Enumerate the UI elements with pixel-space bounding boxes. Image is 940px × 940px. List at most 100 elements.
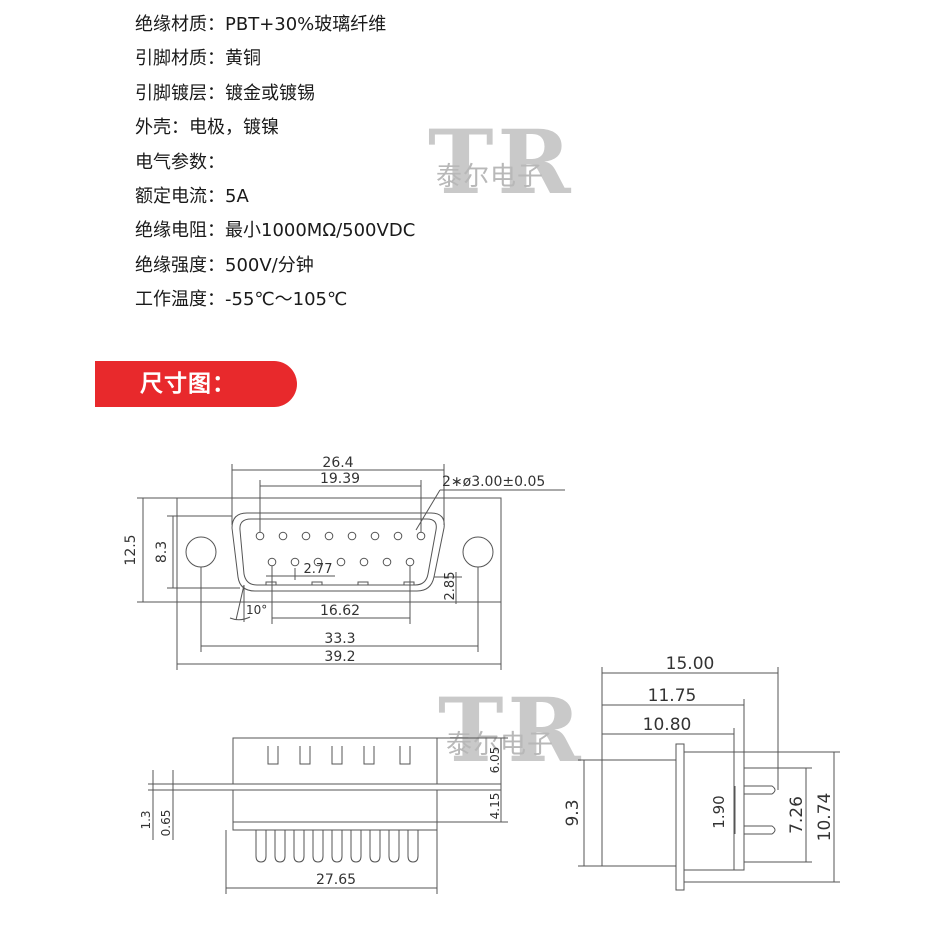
dim-1-90: 1.90 (710, 786, 736, 834)
dim-9-3: 9.3 (563, 759, 602, 867)
spec-label: 引脚材质： (135, 48, 225, 70)
dim-7-26: 7.26 (744, 767, 812, 863)
spec-row-operating-temperature: 工作温度：-55℃～105℃ (135, 283, 695, 317)
dim-label-hole-note: 2∗ø3.00±0.05 (442, 474, 545, 490)
flange-plate (172, 783, 502, 791)
dim-19-39: 19.39 (259, 471, 422, 532)
pin (255, 531, 265, 541)
dim-4-15: 4.15 (437, 790, 508, 823)
dim-2-77: 2.77 (266, 562, 335, 580)
section-banner: 尺寸图： (95, 361, 297, 407)
dim-label-11-75: 11.75 (648, 686, 697, 706)
pin (290, 557, 300, 567)
dim-6-05: 6.05 (437, 737, 508, 784)
spec-row-pin-plating: 引脚镀层：镀金或镀锡 (135, 77, 695, 111)
shell-top-slots (267, 746, 411, 765)
bottom-view: 1.3 0.65 6.05 4.15 27.65 (139, 737, 508, 894)
dim-label-6-05: 6.05 (488, 747, 502, 774)
side-flange (675, 743, 685, 891)
spec-value: PBT+30%玻璃纤维 (225, 14, 387, 35)
spec-list: 绝缘材质：PBT+30%玻璃纤维 引脚材质：黄铜 引脚镀层：镀金或镀锡 外壳：电… (135, 8, 695, 318)
solder-pins (255, 830, 419, 863)
pin (313, 557, 323, 567)
spec-row-insulation-resistance: 绝缘电阻：最小1000MΩ/500VDC (135, 214, 695, 248)
shell-body (232, 789, 438, 831)
spec-value: 镀金或镀锡 (225, 82, 315, 104)
dim-2-85: 2.85 (434, 572, 462, 604)
dim-12-5: 12.5 (123, 497, 177, 603)
dim-1-3: 1.3 (139, 770, 173, 840)
dim-label-19-39: 19.39 (320, 471, 360, 487)
dim-26-4: 26.4 (231, 455, 445, 525)
spec-row-dielectric-strength: 绝缘强度：500V/分钟 (135, 249, 695, 283)
section-title: 尺寸图： (140, 371, 236, 397)
spec-label: 额定电流： (135, 185, 225, 207)
dim-hole-note: 2∗ø3.00±0.05 (415, 474, 565, 531)
dim-39-2: 39.2 (176, 602, 502, 670)
pin (370, 531, 380, 541)
dim-label-15-00: 15.00 (666, 654, 715, 674)
pin (359, 557, 369, 567)
dim-label-7-26: 7.26 (787, 796, 807, 834)
dim-label-0-65: 0.65 (159, 810, 173, 837)
pin (382, 557, 392, 567)
pin (278, 531, 288, 541)
dim-label-10-degree: 10° (246, 603, 267, 617)
spec-row-insulation-material: 绝缘材质：PBT+30%玻璃纤维 (135, 8, 695, 42)
dim-label-4-15: 4.15 (488, 793, 502, 820)
pin-stubs (265, 581, 415, 586)
spec-label: 绝缘强度： (135, 254, 225, 276)
dim-33-3: 33.3 (200, 567, 479, 652)
dim-11-75: 11.75 (602, 686, 745, 752)
spec-label: 电气参数： (135, 151, 225, 173)
pin (347, 531, 357, 541)
spec-label: 绝缘电阻： (135, 220, 225, 242)
dim-label-16-62: 16.62 (320, 603, 360, 619)
shell-top (232, 737, 438, 785)
pin-row-bottom (267, 557, 415, 567)
spec-value: -55℃～105℃ (225, 289, 348, 311)
spec-value: 电极，镀镍 (189, 117, 279, 139)
spec-value: 500V/分钟 (225, 254, 314, 276)
spec-label: 工作温度： (135, 289, 225, 311)
dim-label-1-90: 1.90 (710, 795, 728, 828)
dim-15-00: 15.00 (601, 654, 779, 790)
spec-label: 绝缘材质： (135, 14, 225, 35)
dim-label-39-2: 39.2 (324, 649, 355, 665)
spec-row-shell: 外壳：电极，镀镍 (135, 111, 695, 145)
side-shell (601, 759, 677, 867)
dim-27-65: 27.65 (225, 830, 438, 894)
pin (324, 531, 334, 541)
spec-row-rated-current: 额定电流：5A (135, 180, 695, 214)
dim-label-2-77: 2.77 (304, 562, 333, 577)
spec-label: 引脚镀层： (135, 82, 225, 104)
dim-label-9-3: 9.3 (563, 799, 583, 826)
side-body-rear (733, 751, 745, 871)
spec-row-pin-material: 引脚材质：黄铜 (135, 42, 695, 76)
mounting-hole-right (462, 536, 494, 568)
dim-10-74: 10.74 (684, 751, 840, 883)
pin (405, 557, 415, 567)
d-sub-shell-inner (239, 518, 437, 586)
dim-label-26-4: 26.4 (322, 455, 353, 471)
front-view: 26.4 19.39 2∗ø3.00±0.05 12.5 8.3 (123, 455, 565, 670)
pin (393, 531, 403, 541)
dim-0-65: 0.65 (159, 770, 174, 840)
dim-10-80: 10.80 (602, 715, 735, 752)
dim-label-12-5: 12.5 (123, 534, 139, 565)
side-pins (744, 785, 776, 835)
dim-10-degree: 10° (229, 584, 267, 622)
spec-value: 5A (225, 185, 249, 207)
pin-row-top (255, 531, 426, 541)
side-view: 15.00 11.75 10.80 9.3 1.90 (563, 654, 840, 891)
dim-16-62: 16.62 (271, 566, 411, 624)
spec-label: 外壳： (135, 117, 189, 139)
spec-value: 黄铜 (225, 48, 261, 70)
pin (267, 557, 277, 567)
dim-8-3: 8.3 (154, 515, 240, 589)
pin (301, 531, 311, 541)
spec-row-electrical-params: 电气参数： (135, 146, 695, 180)
dim-label-2-85: 2.85 (443, 572, 458, 601)
dim-label-10-74: 10.74 (815, 793, 835, 842)
